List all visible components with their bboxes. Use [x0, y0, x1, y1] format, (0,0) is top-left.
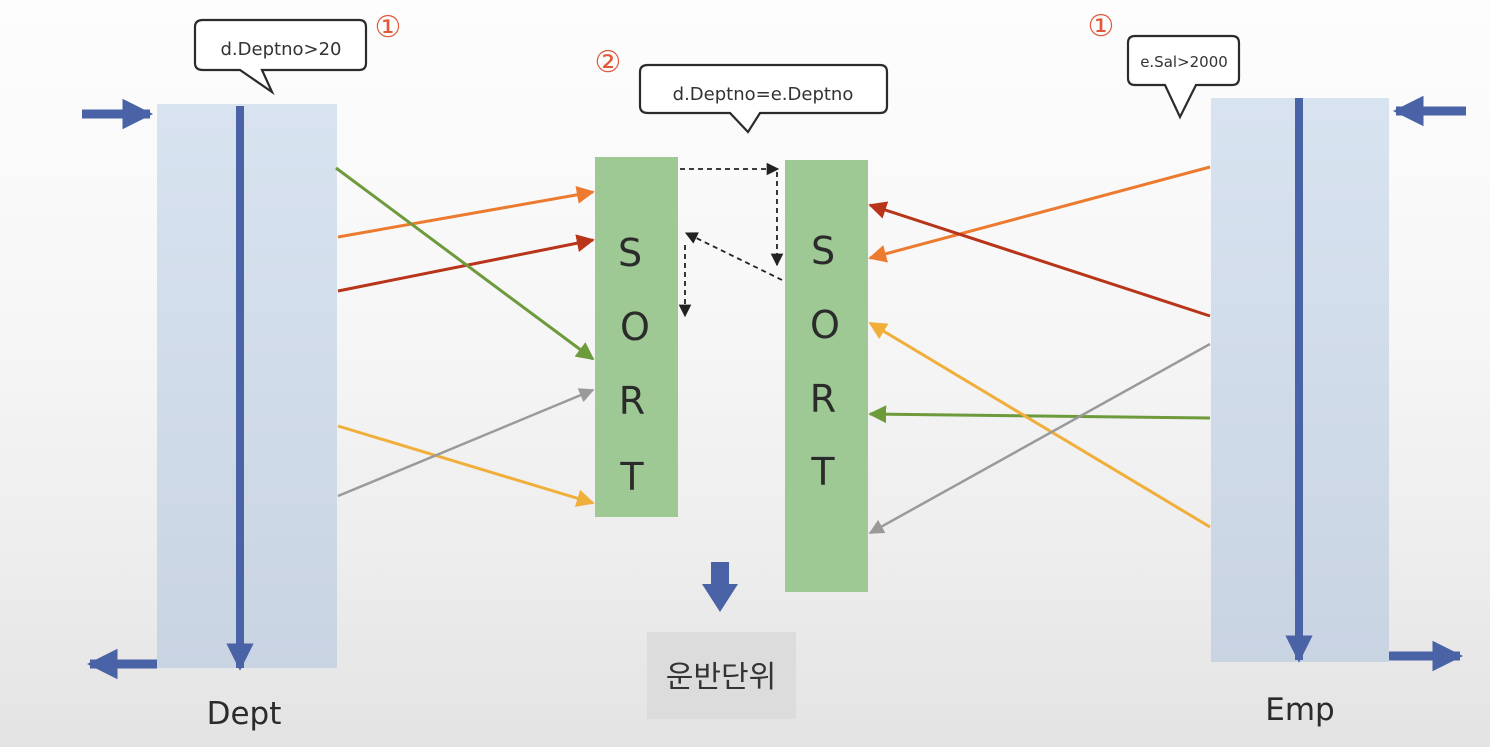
transfer-down-arrow-head [702, 584, 738, 612]
sort-box-left-rect [595, 157, 678, 517]
merge-arrow-diagonal [684, 232, 783, 281]
arrow-emp-gray [868, 342, 1211, 535]
sort-right-letter-o: O [810, 303, 840, 347]
emp-filter-callout: e.Sal>2000 ① [1088, 9, 1241, 120]
transfer-unit-label: 운반단위 [666, 660, 776, 695]
arrow-emp-orange [868, 165, 1211, 263]
emp-to-sort-arrows [868, 165, 1211, 535]
sort-right-letter-r: R [810, 377, 836, 421]
sort-left-letter-s: S [618, 231, 642, 275]
dept-label: Dept [207, 696, 282, 732]
join-condition-bubble [638, 63, 889, 134]
emp-step-badge: ① [1088, 9, 1115, 44]
arrow-dept-green [335, 166, 595, 361]
sort-left-letter-t: T [619, 455, 644, 499]
emp-filter-bubble [1126, 34, 1241, 120]
sort-box-left: S O R T [595, 157, 678, 517]
transfer-down-arrow-shaft [711, 562, 729, 584]
sort-box-right: S O R T [785, 160, 868, 592]
dept-filter-callout: d.Deptno>20 ① [193, 10, 402, 96]
emp-label: Emp [1265, 692, 1334, 728]
dept-filter-text: d.Deptno>20 [221, 39, 342, 60]
arrow-dept-orange [337, 185, 595, 239]
arrow-dept-gray [337, 388, 595, 498]
join-condition-callout: d.Deptno=e.Deptno ② [595, 45, 889, 134]
transfer-unit: 운반단위 [647, 562, 796, 719]
arrow-dept-gold [337, 424, 595, 507]
arrow-emp-red [868, 201, 1211, 318]
join-step-badge: ② [595, 45, 622, 80]
sort-left-letter-o: O [620, 305, 650, 349]
emp-filter-text: e.Sal>2000 [1140, 53, 1228, 71]
sort-right-letter-s: S [811, 229, 835, 273]
arrow-emp-green [868, 405, 1211, 424]
dept-table-box [157, 104, 337, 668]
dept-table: Dept [82, 98, 337, 732]
dept-to-sort-arrows [335, 166, 595, 507]
arrow-emp-gold [868, 321, 1211, 529]
sort-box-right-rect [785, 160, 868, 592]
sort-right-letter-t: T [810, 450, 835, 494]
emp-table: Emp [1211, 95, 1466, 728]
dept-filter-bubble [193, 18, 368, 96]
transfer-unit-box [647, 632, 796, 719]
sort-left-letter-r: R [619, 379, 645, 423]
merge-scan-arrows [678, 162, 784, 318]
join-condition-text: d.Deptno=e.Deptno [673, 84, 854, 105]
dept-step-badge: ① [375, 10, 402, 45]
